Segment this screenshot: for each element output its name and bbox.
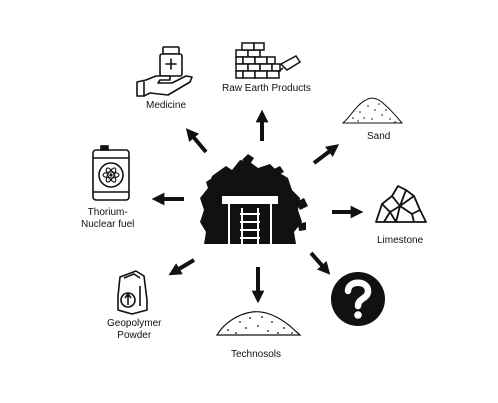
- label-sand: Sand: [367, 131, 391, 142]
- sand-pile-icon: [341, 97, 404, 124]
- nuclear-barrel-icon: [92, 145, 130, 201]
- arrow-to-geopolymer: [168, 258, 196, 276]
- label-thorium-line-1: Thorium-: [87, 207, 128, 218]
- rock-icon: [375, 185, 427, 223]
- arrow-to-unknown: [309, 251, 331, 275]
- powder-sack-icon: [117, 270, 148, 315]
- label-raw-earth-products: Raw Earth Products: [222, 83, 311, 94]
- soil-pile-icon: [215, 311, 302, 336]
- label-geopolymer-line-1: Geopolymer: [107, 318, 162, 329]
- label-limestone: Limestone: [377, 235, 424, 246]
- arrow-to-medicine: [185, 128, 208, 154]
- label-geopolymer-line-2: Powder: [117, 330, 152, 341]
- hand-medicine-bottle-icon: [136, 46, 193, 97]
- label-medicine: Medicine: [146, 100, 187, 111]
- label-thorium-line-2: Nuclear fuel: [81, 219, 135, 230]
- label-thorium-nuclear-fuel: Thorium- Nuclear fuel: [81, 207, 134, 231]
- question-mark-icon: [331, 272, 385, 326]
- mine-entrance-icon: [200, 154, 308, 244]
- label-geopolymer-powder: Geopolymer Powder: [107, 318, 161, 342]
- label-technosols: Technosols: [231, 349, 282, 360]
- arrow-to-sand: [312, 144, 340, 165]
- brick-wall-icon: [235, 42, 302, 79]
